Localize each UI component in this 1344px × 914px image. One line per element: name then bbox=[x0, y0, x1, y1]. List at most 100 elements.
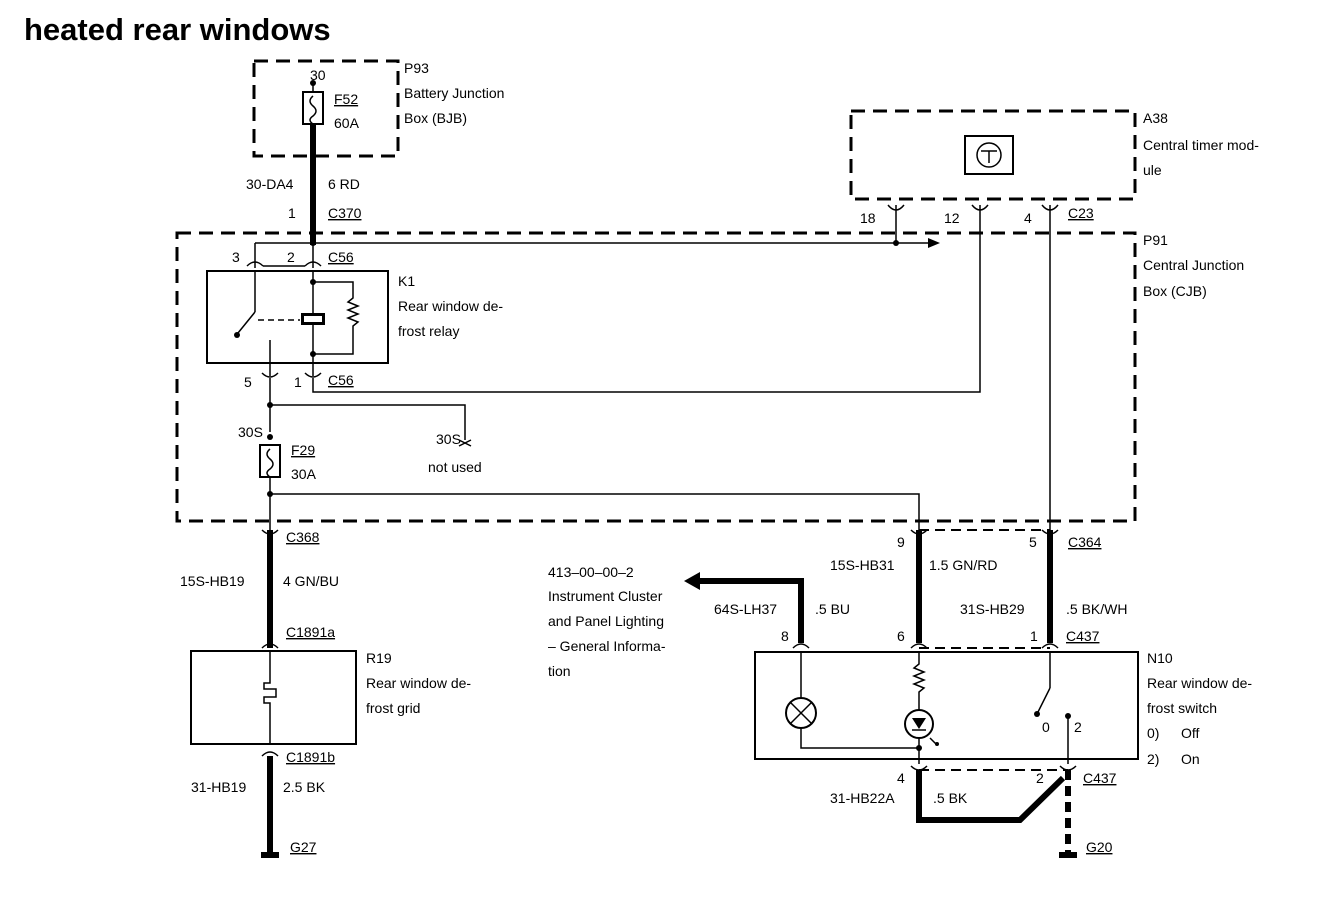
c1891b-connector: C1891b bbox=[286, 749, 335, 765]
p91-label-2: Box (CJB) bbox=[1143, 283, 1207, 299]
n10-box bbox=[754, 651, 1139, 760]
ground-g20-icon bbox=[1059, 852, 1077, 858]
n10-pos-off: Off bbox=[1181, 725, 1200, 741]
c368-connector: C368 bbox=[286, 529, 320, 545]
n10-label-2: frost switch bbox=[1147, 700, 1217, 716]
p91-id: P91 bbox=[1143, 232, 1168, 248]
p93-label-1: Battery Junction bbox=[404, 85, 504, 101]
n10-pin-6: 6 bbox=[897, 628, 905, 644]
wire-30-da4-spec: 6 RD bbox=[328, 176, 360, 192]
n10-pin-8: 8 bbox=[781, 628, 789, 644]
wire-relay-to-timer bbox=[312, 205, 981, 393]
wire-31-hb22a-circuit: 31-HB22A bbox=[830, 790, 895, 806]
c1891a-connector: C1891a bbox=[286, 624, 335, 640]
switch-resistor-icon bbox=[911, 652, 927, 710]
wire-31s-hb29-circuit: 31S-HB29 bbox=[960, 601, 1025, 617]
fuse-f29-label: F29 bbox=[291, 442, 315, 458]
g27-ground: G27 bbox=[290, 839, 317, 855]
n10-pin-4: 4 bbox=[897, 770, 905, 786]
p91-box bbox=[175, 231, 1137, 523]
k1-pin-2: 2 bbox=[287, 249, 295, 265]
not-used-terminal-icon bbox=[458, 439, 472, 447]
fuse-f52-rating: 60A bbox=[334, 115, 360, 131]
k1-pin-5: 5 bbox=[244, 374, 252, 390]
f29-pin: 30S bbox=[238, 424, 263, 440]
c23-connector: C23 bbox=[1068, 205, 1094, 221]
n10-pin-2: 2 bbox=[1036, 770, 1044, 786]
r19-label-2: frost grid bbox=[366, 700, 420, 716]
a38-box bbox=[849, 109, 1137, 201]
wire-15s-hb19-circuit: 15S-HB19 bbox=[180, 573, 245, 589]
wire-64s-lh37 bbox=[700, 578, 804, 643]
n10-label-1: Rear window de- bbox=[1147, 675, 1252, 691]
wire-31-hb22a bbox=[916, 770, 1066, 823]
c56-bot-connector: C56 bbox=[328, 372, 354, 388]
ref-line-3: and Panel Lighting bbox=[548, 613, 664, 629]
fuse-f52-label: F52 bbox=[334, 91, 358, 107]
p93-label-2: Box (BJB) bbox=[404, 110, 467, 126]
a38-label-1: Central timer mod- bbox=[1143, 137, 1259, 153]
fuse-f29-rating: 30A bbox=[291, 466, 317, 482]
r19-box bbox=[190, 650, 357, 745]
c437-bot-connector: C437 bbox=[1083, 770, 1117, 786]
wire-31-hb22a-spec: .5 BK bbox=[933, 790, 968, 806]
p93-box bbox=[252, 59, 400, 158]
k1-label-1: Rear window de- bbox=[398, 298, 503, 314]
n10-pos-on: On bbox=[1181, 751, 1200, 767]
k1-pin-1: 1 bbox=[294, 374, 302, 390]
timer-module-icon bbox=[964, 135, 1014, 175]
a38-pin-18: 18 bbox=[860, 210, 876, 226]
bus-arrow-icon bbox=[928, 238, 940, 248]
wire-64s-lh37-spec: .5 BU bbox=[815, 601, 850, 617]
wire-f29-to-switch bbox=[270, 493, 920, 530]
a38-label-2: ule bbox=[1143, 162, 1162, 178]
n10-pos-on-num: 2) bbox=[1147, 751, 1159, 767]
k1-pin-3: 3 bbox=[232, 249, 240, 265]
c364-pin-5: 5 bbox=[1029, 534, 1037, 550]
defrost-grid-icon bbox=[263, 651, 277, 744]
r19-label-1: Rear window de- bbox=[366, 675, 471, 691]
relay-resistor-icon bbox=[313, 281, 361, 355]
p91-label-1: Central Junction bbox=[1143, 257, 1244, 273]
ref-line-5: tion bbox=[548, 663, 571, 679]
ref-line-4: – General Informa- bbox=[548, 638, 666, 654]
c364-pin-9: 9 bbox=[897, 534, 905, 550]
ref-arrow-icon[interactable] bbox=[684, 572, 700, 590]
wire-15s-hb19-spec: 4 GN/BU bbox=[283, 573, 339, 589]
not-used-pin: 30S bbox=[436, 431, 461, 447]
c370-pin: 1 bbox=[288, 205, 296, 221]
wire-30-da4-circuit: 30-DA4 bbox=[246, 176, 294, 192]
wire-64s-lh37-circuit: 64S-LH37 bbox=[714, 601, 777, 617]
g20-ground: G20 bbox=[1086, 839, 1113, 855]
diagram-title: heated rear windows bbox=[24, 12, 331, 47]
wire-31-hb19-circuit: 31-HB19 bbox=[191, 779, 246, 795]
switch-pos-0: 0 bbox=[1042, 719, 1050, 735]
ref-line-1: 413–00–00–2 bbox=[548, 564, 634, 580]
defrost-switch-icon[interactable] bbox=[1037, 687, 1051, 713]
n10-pos-off-num: 0) bbox=[1147, 725, 1159, 741]
relay-switch-icon bbox=[237, 311, 256, 334]
c56-top-connector: C56 bbox=[328, 249, 354, 265]
k1-label-2: frost relay bbox=[398, 323, 459, 339]
n10-pin-1: 1 bbox=[1030, 628, 1038, 644]
a38-pin-12: 12 bbox=[944, 210, 960, 226]
wire-31s-hb29-spec: .5 BK/WH bbox=[1066, 601, 1127, 617]
wire-31-hb19-spec: 2.5 BK bbox=[283, 779, 326, 795]
n10-id: N10 bbox=[1147, 650, 1173, 666]
ref-line-2: Instrument Cluster bbox=[548, 588, 663, 604]
a38-id: A38 bbox=[1143, 110, 1168, 126]
k1-relay-box bbox=[206, 270, 389, 364]
switch-pos-2: 2 bbox=[1074, 719, 1082, 735]
a38-pin-4: 4 bbox=[1024, 210, 1032, 226]
c364-connector: C364 bbox=[1068, 534, 1102, 550]
c370-connector: C370 bbox=[328, 205, 362, 221]
wire-15s-hb31-spec: 1.5 GN/RD bbox=[929, 557, 997, 573]
wire-15s-hb31-circuit: 15S-HB31 bbox=[830, 557, 895, 573]
r19-id: R19 bbox=[366, 650, 392, 666]
c437-top-connector: C437 bbox=[1066, 628, 1100, 644]
not-used-label: not used bbox=[428, 459, 482, 475]
p93-pin-30: 30 bbox=[310, 67, 326, 83]
k1-id: K1 bbox=[398, 273, 415, 289]
ground-g27-icon bbox=[261, 852, 279, 858]
